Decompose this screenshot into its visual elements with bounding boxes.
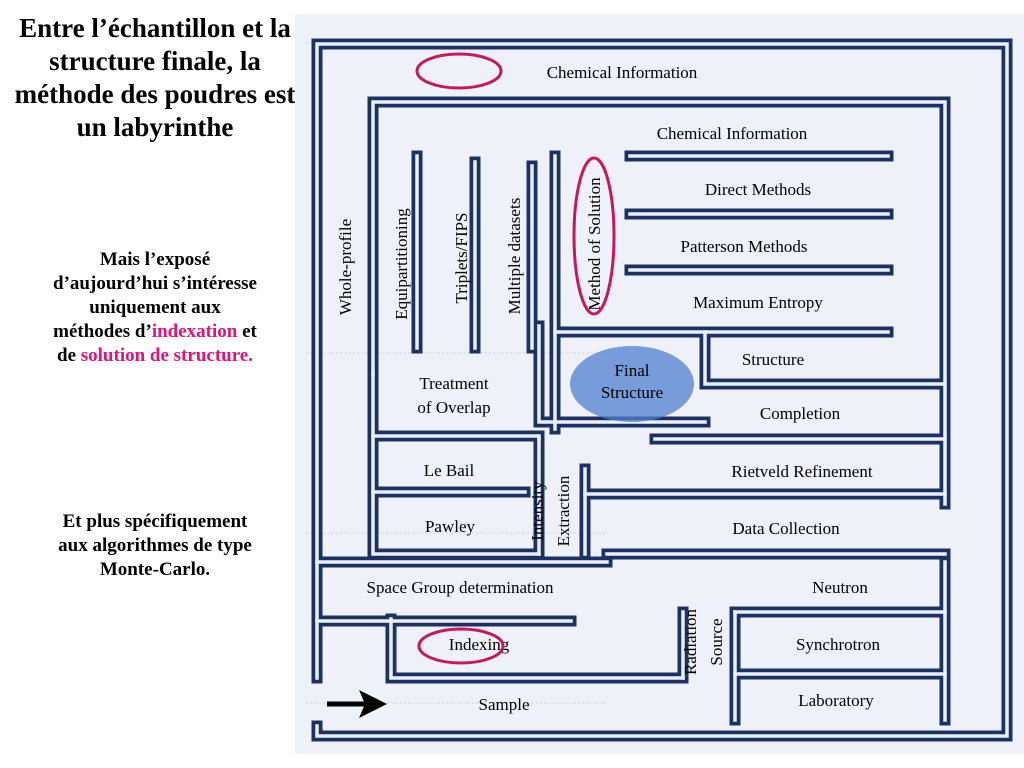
label-space-group-determination: Space Group determination	[367, 578, 554, 597]
label-radiation: Radiation	[681, 608, 700, 675]
label-final: Final	[615, 361, 650, 380]
label-method-of-solution: Method of Solution	[585, 177, 604, 311]
label-sample: Sample	[479, 695, 530, 714]
label-maximum-entropy: Maximum Entropy	[693, 293, 823, 312]
label-chemical-information-top: Chemical Information	[547, 63, 698, 82]
label-triplets-fips: Triplets/FIPS	[452, 212, 471, 303]
svg-text:..............................: ........................................…	[305, 339, 607, 358]
maze-wall-segment	[703, 330, 947, 386]
label-extraction: Extraction	[554, 475, 573, 546]
label-neutron: Neutron	[812, 578, 868, 597]
highlight-structure-solution: solution de structure.	[80, 345, 253, 366]
label-laboratory: Laboratory	[798, 691, 874, 710]
maze-wall-segment	[389, 617, 685, 680]
maze-wall-segment	[371, 372, 541, 556]
label-data-collection: Data Collection	[732, 519, 840, 538]
label-structure: Structure	[742, 350, 804, 369]
highlight-indexation: indexation	[151, 321, 238, 342]
maze-walls	[311, 38, 1013, 742]
left-text-panel: Entre l’échantillon et la structure fina…	[0, 0, 300, 768]
label-le-bail: Le Bail	[424, 461, 475, 480]
label-treatment: Treatment	[419, 374, 489, 393]
label-patterson-methods: Patterson Methods	[680, 237, 807, 256]
label-multiple-datasets: Multiple datasets	[505, 198, 524, 315]
label-intensity: Intensity	[528, 481, 547, 541]
maze-wall-segment	[315, 42, 1009, 738]
final-structure-blob	[570, 346, 694, 422]
maze-wall-segment	[371, 100, 947, 506]
label-rietveld-refinement: Rietveld Refinement	[731, 462, 872, 481]
label-equipartitioning: Equipartitioning	[392, 208, 411, 320]
maze-diagram: ........................................…	[295, 14, 1024, 754]
label-completion: Completion	[760, 404, 841, 423]
entrance-arrow-icon	[327, 690, 387, 718]
label-chemical-information: Chemical Information	[657, 124, 808, 143]
label-structure-final: Structure	[601, 383, 663, 402]
label-indexing: Indexing	[449, 635, 510, 654]
slide-title: Entre l’échantillon et la structure fina…	[14, 13, 296, 142]
circle-indexing	[417, 627, 505, 665]
circle-method-of-solution	[572, 156, 616, 316]
label-whole-profile: Whole-profile	[336, 219, 355, 315]
powder-method-maze-figure: ........................................…	[295, 14, 1024, 754]
label-synchrotron: Synchrotron	[796, 635, 881, 654]
focus-paragraph: Et plus spécifiquement aux algorithmes d…	[58, 511, 252, 580]
circle-chemical-information	[415, 52, 503, 90]
svg-text:..............................: ........................................…	[305, 519, 607, 538]
label-of-overlap: of Overlap	[417, 398, 490, 417]
label-source: Source	[707, 618, 726, 665]
intro-text-middle: et de	[57, 321, 257, 366]
intro-paragraph: Mais l’exposé d’aujourd’hui s’intéresse …	[50, 248, 260, 368]
label-direct-methods: Direct Methods	[705, 180, 811, 199]
maze-wall-segment	[537, 324, 707, 424]
label-pawley: Pawley	[425, 517, 476, 536]
intro-text-start: Mais l’exposé d’aujourd’hui s’intéresse …	[53, 249, 257, 342]
